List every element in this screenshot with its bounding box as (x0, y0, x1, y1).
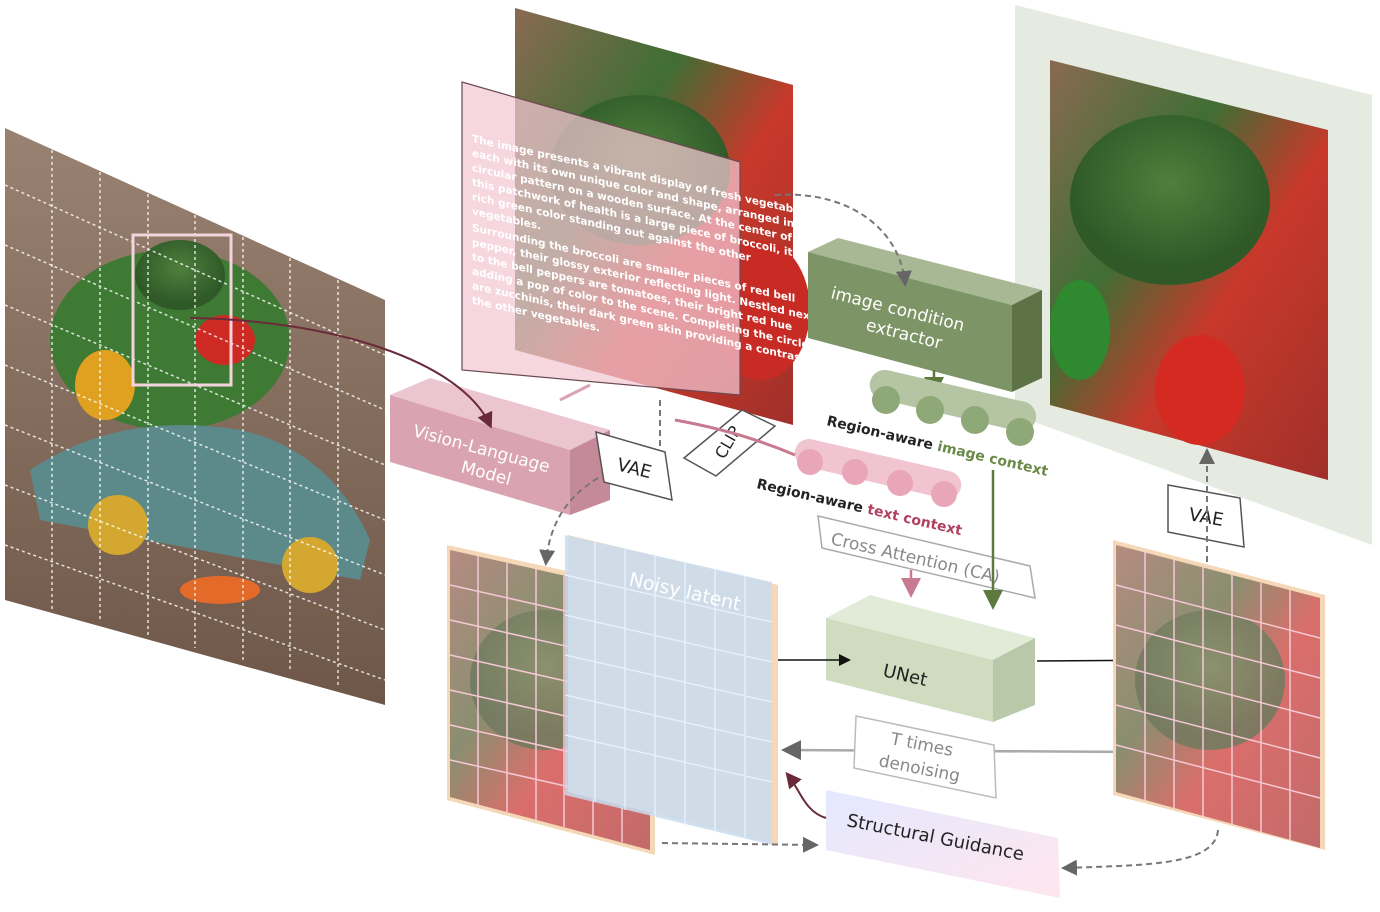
denoised-latent-panel (1113, 540, 1325, 850)
noisy-latent-panel: Noisy latent (564, 535, 778, 845)
image-context-tokens (869, 369, 1037, 446)
vision-language-model-block: Vision-Language Model (390, 378, 610, 515)
image-condition-extractor-block: image condition extractor (808, 238, 1042, 392)
toy-car (30, 425, 370, 580)
t-times-denoising-tag: T times denoising (853, 715, 997, 799)
region-box (131, 233, 233, 387)
text-context-tokens (794, 439, 962, 507)
vae-encoder-tag: VAE (595, 430, 673, 502)
description-panel: The image presents a vibrant display of … (461, 81, 821, 396)
unet-block: UNet (826, 595, 1035, 722)
structural-guidance-block: Structural Guidance (826, 790, 1060, 898)
input-image-panel (4, 128, 386, 705)
connectors (189, 193, 1219, 876)
output-image-panel (1015, 5, 1372, 545)
